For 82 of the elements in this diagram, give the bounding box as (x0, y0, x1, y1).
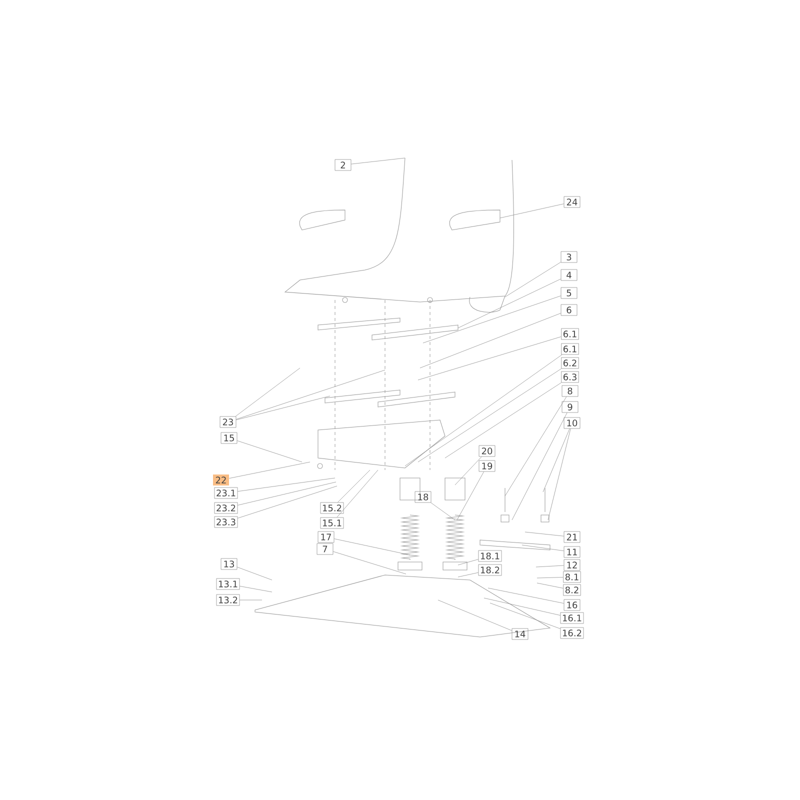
leader-line (418, 336, 562, 380)
leader-line (238, 478, 336, 492)
callout-number: 22 (213, 474, 229, 486)
leader-line (338, 470, 370, 502)
callout-number: 2 (334, 159, 352, 171)
callout-number: 6.1 (561, 343, 579, 355)
leader-line (500, 204, 564, 218)
callout-number: 13.1 (216, 578, 240, 590)
callout-number: 8 (562, 385, 578, 397)
callout-number: 23.2 (214, 502, 238, 514)
callout-number: 6.1 (561, 328, 579, 340)
leader-line (488, 588, 564, 604)
leader-line (336, 470, 378, 518)
callout-number: 17 (318, 531, 334, 543)
leader-line (404, 354, 562, 466)
callout-number: 23.3 (214, 516, 238, 528)
callout-number: 8.2 (563, 584, 581, 596)
leader-line (229, 462, 310, 479)
callout-number: 24 (564, 196, 580, 208)
leader-line (444, 382, 562, 458)
callout-number: 18.1 (478, 550, 502, 562)
leader-line (438, 600, 512, 631)
leader-line (548, 428, 571, 520)
leader-line (458, 278, 561, 328)
leader-line (422, 296, 561, 344)
leader-line (454, 456, 482, 486)
leader-line (237, 440, 302, 462)
callout-number: 4 (560, 269, 578, 281)
callout-number: 6.3 (561, 371, 579, 383)
callout-number: 9 (562, 401, 578, 413)
leader-line (240, 586, 272, 592)
leader-line (237, 566, 272, 580)
callout-number: 16 (564, 599, 580, 611)
callout-number: 8.1 (563, 571, 581, 583)
leader-line (504, 262, 561, 298)
leader-line (238, 486, 338, 518)
callout-number: 10 (564, 417, 580, 429)
callout-number: 18 (414, 491, 432, 503)
callout-number: 23.1 (214, 487, 238, 499)
leader-line (334, 538, 410, 556)
leader-line (236, 370, 386, 420)
callout-number: 6.2 (561, 357, 579, 369)
leader-line (351, 158, 406, 164)
callout-number: 19 (478, 460, 496, 472)
leader-line (458, 559, 478, 566)
leader-line (524, 532, 564, 536)
leader-line (536, 582, 564, 588)
leader-line (490, 602, 560, 629)
callout-number: 16.2 (560, 627, 584, 639)
callout-number: 18.2 (478, 564, 502, 576)
leader-line (536, 565, 564, 568)
leader-line (484, 598, 560, 616)
leader-line (430, 502, 456, 520)
callout-number: 15.1 (320, 517, 344, 529)
callout-number: 14 (512, 628, 528, 640)
callout-number: 5 (560, 287, 578, 299)
leader-line (235, 368, 300, 416)
leader-line (522, 544, 564, 552)
callout-number: 15 (220, 432, 238, 444)
callout-number: 21 (564, 531, 580, 543)
callout-number: 20 (478, 445, 496, 457)
leader-line (512, 412, 568, 520)
leader-line (333, 551, 406, 574)
callout-number: 12 (564, 559, 580, 571)
leader-line (504, 396, 567, 496)
leader-line (418, 368, 562, 462)
leader-line (536, 577, 564, 578)
leader-line (458, 572, 478, 578)
callout-number: 23 (220, 416, 236, 428)
callout-number: 16.1 (560, 612, 584, 624)
callout-number: 13 (220, 558, 238, 570)
callout-number: 3 (560, 251, 578, 263)
leader-line (542, 428, 570, 492)
callout-number: 11 (564, 546, 580, 558)
leader-line (236, 396, 330, 420)
leader-line (238, 482, 336, 506)
leader-line (456, 472, 484, 520)
callout-number: 7 (316, 543, 334, 555)
callout-number: 15.2 (320, 502, 344, 514)
callout-number: 6 (560, 304, 578, 316)
callout-number: 13.2 (216, 594, 240, 606)
leader-line (420, 313, 561, 368)
